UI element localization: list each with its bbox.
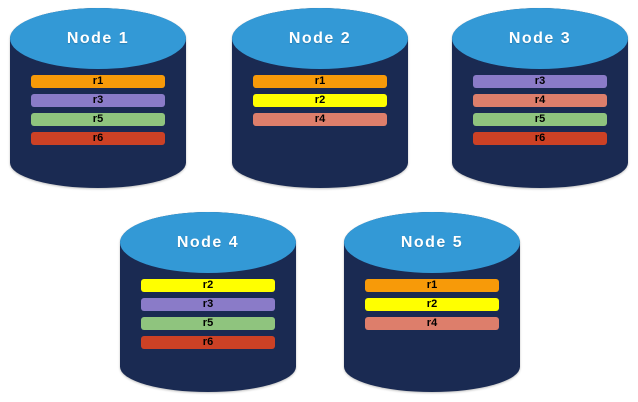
node-label: Node 2 bbox=[288, 29, 352, 47]
replica-list: r2 r3 r5 r6 bbox=[141, 278, 275, 349]
node-cylinder[interactable]: Node 2 r1 r2 r4 bbox=[232, 8, 408, 188]
node-label: Node 1 bbox=[66, 29, 130, 47]
replica-bar[interactable]: r2 bbox=[365, 297, 499, 311]
replica-bar[interactable]: r6 bbox=[31, 131, 165, 145]
replica-list: r3 r4 r5 r6 bbox=[473, 74, 607, 145]
node-cylinder[interactable]: Node 4 r2 r3 r5 r6 bbox=[120, 212, 296, 392]
replica-bar[interactable]: r5 bbox=[141, 316, 275, 330]
replica-bar[interactable]: r6 bbox=[473, 131, 607, 145]
replica-bar[interactable]: r1 bbox=[365, 278, 499, 292]
replica-bar[interactable]: r6 bbox=[141, 335, 275, 349]
replica-bar[interactable]: r1 bbox=[253, 74, 387, 88]
replica-list: r1 r2 r4 bbox=[365, 278, 499, 330]
replica-bar[interactable]: r4 bbox=[253, 112, 387, 126]
replica-bar[interactable]: r3 bbox=[473, 74, 607, 88]
replica-list: r1 r3 r5 r6 bbox=[31, 74, 165, 145]
replica-bar[interactable]: r4 bbox=[365, 316, 499, 330]
replica-bar[interactable]: r3 bbox=[141, 297, 275, 311]
replica-bar[interactable]: r5 bbox=[473, 112, 607, 126]
cylinder-top-ellipse bbox=[344, 212, 520, 274]
cylinder-top-ellipse bbox=[10, 8, 186, 70]
cylinder-top-ellipse bbox=[232, 8, 408, 70]
replica-bar[interactable]: r3 bbox=[31, 93, 165, 107]
replica-bar[interactable]: r5 bbox=[31, 112, 165, 126]
replica-bar[interactable]: r4 bbox=[473, 93, 607, 107]
node-label: Node 3 bbox=[508, 29, 572, 47]
node-cylinder[interactable]: Node 3 r3 r4 r5 r6 bbox=[452, 8, 628, 188]
replica-list: r1 r2 r4 bbox=[253, 74, 387, 126]
cylinder-top-ellipse bbox=[452, 8, 628, 70]
node-label: Node 5 bbox=[400, 233, 464, 251]
node-cylinder[interactable]: Node 5 r1 r2 r4 bbox=[344, 212, 520, 392]
replica-bar[interactable]: r2 bbox=[253, 93, 387, 107]
replica-bar[interactable]: r2 bbox=[141, 278, 275, 292]
replica-bar[interactable]: r1 bbox=[31, 74, 165, 88]
node-label: Node 4 bbox=[176, 233, 240, 251]
cylinder-top-ellipse bbox=[120, 212, 296, 274]
node-cylinder[interactable]: Node 1 r1 r3 r5 r6 bbox=[10, 8, 186, 188]
